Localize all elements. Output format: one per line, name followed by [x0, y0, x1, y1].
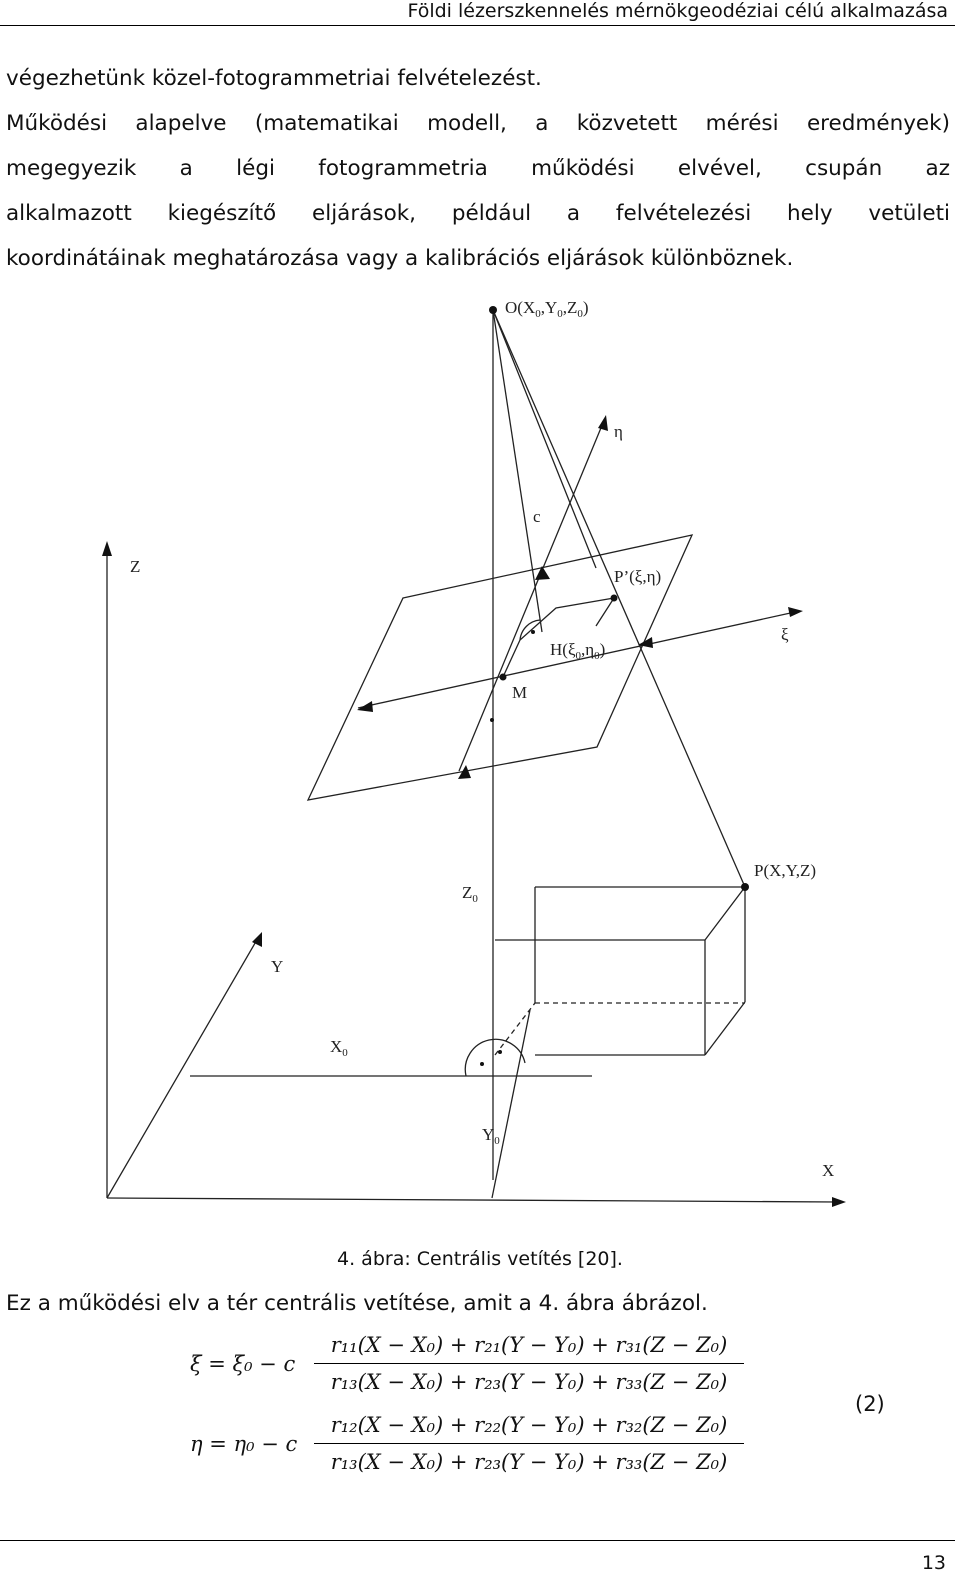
y-axis-line	[106, 937, 259, 1199]
paragraph-line: Működési alapelve (matematikai modell, a…	[6, 111, 950, 136]
box-bottom-right	[704, 1001, 746, 1056]
plane-marker	[458, 765, 471, 779]
label-eta: η	[614, 422, 623, 441]
box-top	[495, 886, 747, 941]
paragraph-line: alkalmazott kiegészítő eljárások, példáu…	[6, 201, 950, 226]
right-angle-arc-top	[519, 619, 541, 641]
plane-marker	[535, 566, 550, 580]
label-Y0: Y0	[482, 1125, 500, 1147]
plane-marker	[357, 701, 373, 712]
point-M	[499, 673, 507, 681]
label-P-prime: P’(ξ,η)	[614, 567, 661, 586]
image-rect	[519, 597, 616, 641]
dot	[498, 1050, 502, 1054]
equation-lhs: η = η₀ − c	[190, 1432, 298, 1456]
image-plane	[306, 534, 694, 801]
label-X-axis: X	[822, 1161, 834, 1180]
xi-axis-line	[357, 611, 796, 709]
equation-eta: η = η₀ − c r₁₂(X − X₀) + r₂₂(Y − Y₀) + r…	[190, 1410, 750, 1480]
central-projection-figure: O(X0,Y0,Z0) η c P’(ξ,η) ξ H(ξ0,η0) M Z P…	[102, 298, 846, 1207]
point-P-prime	[610, 594, 618, 602]
equation-numerator: r₁₂(X − X₀) + r₂₂(Y − Y₀) + r₃₂(Z − Z₀)	[330, 1413, 728, 1437]
fraction-bar	[314, 1363, 744, 1364]
label-H: H(ξ0,η0)	[550, 640, 605, 662]
eta-arrowhead	[598, 415, 608, 431]
equation-xi: ξ = ξ₀ − c r₁₁(X − X₀) + r₂₁(Y − Y₀) + r…	[190, 1330, 750, 1400]
fraction-bar	[314, 1443, 744, 1444]
label-X0: X0	[330, 1037, 348, 1059]
ray-principal	[492, 309, 543, 633]
ground-line-y0	[491, 1009, 531, 1199]
intro-sentence: Ez a működési elv a tér centrális vetíté…	[6, 1291, 708, 1316]
label-Z-axis: Z	[130, 557, 140, 576]
paragraph-line: koordinátáinak meghatározása vagy a kali…	[6, 246, 794, 271]
page-number: 13	[921, 1552, 946, 1574]
ray-to-plane-top	[492, 309, 597, 569]
H-to-M	[502, 639, 521, 678]
ray-to-P	[492, 309, 746, 888]
equation-denominator: r₁₃(X − X₀) + r₂₃(Y − Y₀) + r₃₃(Z − Z₀)	[330, 1370, 728, 1394]
equation-denominator: r₁₃(X − X₀) + r₂₃(Y − Y₀) + r₃₃(Z − Z₀)	[330, 1450, 728, 1474]
running-header: Földi lézerszkennelés mérnökgeodéziai cé…	[407, 0, 948, 22]
x-axis-line	[106, 1197, 839, 1203]
footer-rule	[0, 1540, 955, 1541]
x-arrowhead	[832, 1197, 846, 1207]
equation-fraction: r₁₁(X − X₀) + r₂₁(Y − Y₀) + r₃₁(Z − Z₀) …	[314, 1330, 744, 1397]
body-paragraph: végezhetünk közel-fotogrammetriai felvét…	[6, 56, 950, 281]
figure-caption: 4. ábra: Centrális vetítés [20].	[337, 1248, 623, 1270]
label-Z0: Z0	[462, 883, 478, 905]
label-P: P(X,Y,Z)	[754, 861, 816, 880]
point-O	[489, 306, 497, 314]
right-angle-arc	[464, 1038, 526, 1077]
collinearity-equations: ξ = ξ₀ − c r₁₁(X − X₀) + r₂₁(Y − Y₀) + r…	[190, 1330, 960, 1480]
z-arrowhead	[102, 541, 112, 556]
dot	[480, 1062, 484, 1066]
label-c: c	[533, 507, 541, 526]
xi-arrowhead	[788, 607, 803, 617]
equation-number: (2)	[855, 1392, 885, 1416]
equation-fraction: r₁₂(X − X₀) + r₂₂(Y − Y₀) + r₃₂(Z − Z₀) …	[314, 1410, 744, 1477]
point-P	[741, 883, 749, 891]
label-xi: ξ	[781, 625, 789, 644]
label-M: M	[512, 683, 527, 702]
label-O: O(X0,Y0,Z0)	[505, 298, 589, 320]
eta-axis-line	[458, 422, 604, 772]
y-arrowhead	[252, 932, 262, 947]
equation-numerator: r₁₁(X − X₀) + r₂₁(Y − Y₀) + r₃₁(Z − Z₀)	[330, 1333, 728, 1357]
plane-marker	[638, 637, 653, 648]
paragraph-line: végezhetünk közel-fotogrammetriai felvét…	[6, 66, 542, 91]
dot	[531, 630, 535, 634]
box-left-diag	[494, 1002, 536, 1056]
equation-lhs: ξ = ξ₀ − c	[190, 1352, 296, 1376]
dot	[490, 718, 494, 722]
paragraph-line: megegyezik a légi fotogrammetria működés…	[6, 156, 950, 181]
label-Y-axis: Y	[271, 957, 283, 976]
header-rule	[0, 25, 955, 26]
